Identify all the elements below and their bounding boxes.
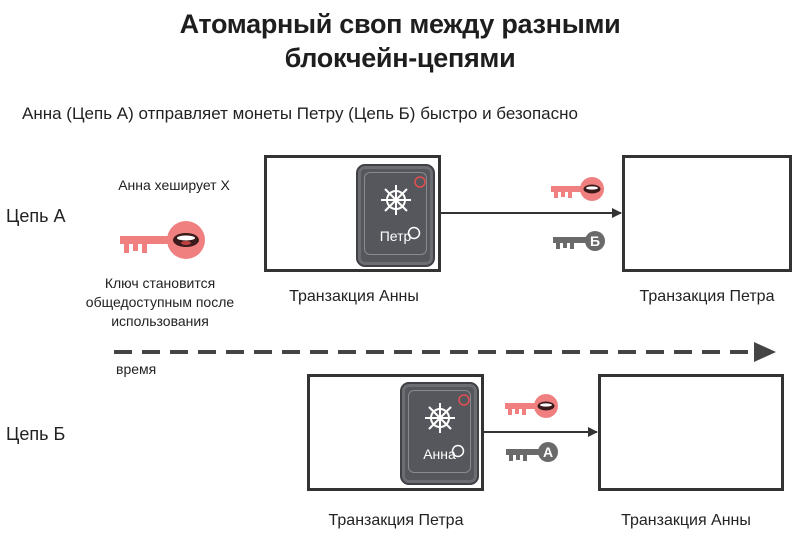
key-public-note-line-3: использования <box>111 313 209 329</box>
lock-icon <box>451 444 465 458</box>
caption-anna-transaction-a: Транзакция Анны <box>289 288 419 305</box>
grey-key-icon <box>553 237 587 249</box>
key-letter-badge: Б <box>585 231 605 251</box>
title-line-2: блокчейн-цепями <box>284 43 516 73</box>
caption-petr-transaction-a: Транзакция Петра <box>639 288 775 305</box>
lock-icon <box>407 226 421 240</box>
caption-petr-transaction-b: Транзакция Петра <box>328 512 464 529</box>
lock-icon <box>414 176 426 188</box>
timeline-label: время <box>116 361 157 377</box>
chain-b-label: Цепь Б <box>6 424 66 444</box>
key-letter-badge: А <box>538 442 558 462</box>
red-key-icon <box>505 394 558 418</box>
caption-anna-transaction-b: Транзакция Анны <box>621 512 751 529</box>
red-key-icon <box>551 177 604 201</box>
grey-key-icon <box>506 449 540 461</box>
lips-icon <box>173 233 199 247</box>
hash-note: Анна хеширует X <box>118 177 230 193</box>
timeline-arrowhead <box>754 342 776 362</box>
key-public-note-line-1: Ключ становится <box>104 275 216 291</box>
title-line-1: Атомарный своп между разными <box>179 9 621 39</box>
chain-a-label: Цепь А <box>6 206 66 226</box>
petr-transaction-box-chain-a <box>622 155 792 272</box>
subtitle: Анна (Цепь А) отправляет монеты Петру (Ц… <box>22 104 578 123</box>
anna-transaction-box-chain-b <box>598 374 784 491</box>
safe-dial-icon <box>381 185 411 215</box>
key-public-note: Ключ становится общедоступным после испо… <box>60 274 260 331</box>
red-key-icon <box>120 221 205 259</box>
safe-dial-icon <box>425 403 455 433</box>
safe-icon: Анна <box>400 382 479 485</box>
lock-icon <box>458 394 470 406</box>
safe-owner-label: Анна <box>423 446 456 462</box>
key-public-note-line-2: общедоступным после <box>85 294 235 310</box>
safe-owner-label: Петр <box>379 228 412 244</box>
safe-icon: Петр <box>356 164 435 267</box>
